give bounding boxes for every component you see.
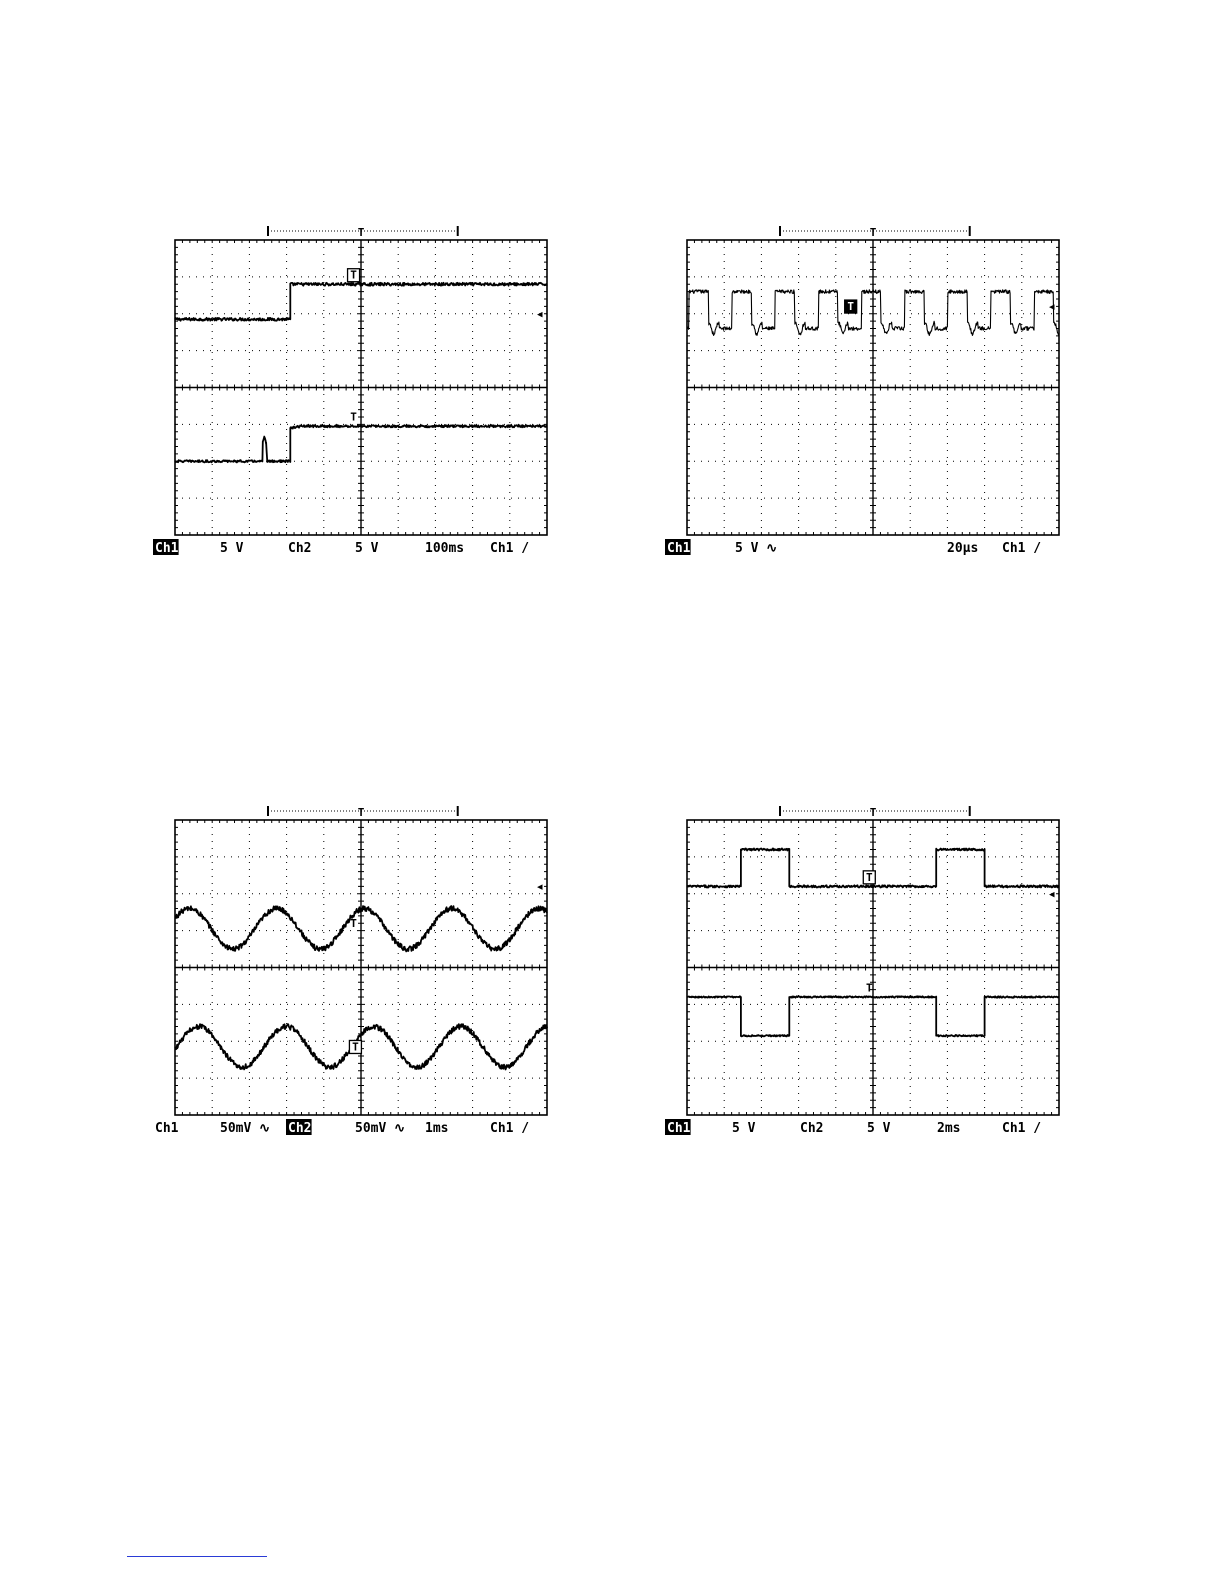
readout-item: Ch1 bbox=[665, 539, 691, 556]
svg-text:T: T bbox=[350, 411, 357, 424]
ground-level-marker: ◂ bbox=[1049, 887, 1055, 900]
svg-text:Ch1: Ch1 bbox=[667, 541, 691, 556]
svg-text:Ch2: Ch2 bbox=[800, 1121, 823, 1136]
trace-marker-ch2: T bbox=[866, 981, 873, 994]
svg-text:5 V: 5 V bbox=[867, 1121, 891, 1136]
svg-text:Ch1: Ch1 bbox=[667, 1121, 691, 1136]
trace-marker-ch1: T bbox=[863, 871, 875, 884]
svg-text:Ch1 /: Ch1 / bbox=[490, 1121, 529, 1136]
scope-readout: Ch1 5 V Ch2 5 V 2ms Ch1 / bbox=[665, 1119, 1041, 1136]
ground-level-marker: ◂ bbox=[1049, 300, 1055, 313]
ground-level-marker: ◂ bbox=[537, 880, 543, 893]
svg-text:1ms: 1ms bbox=[425, 1121, 448, 1136]
svg-text:Ch2: Ch2 bbox=[288, 1121, 311, 1136]
oscilloscope-plot-2: T T ◂ Ch1 5 V ∿ 20µs Ch1 / bbox=[662, 215, 1062, 555]
trace-marker-ch1: T bbox=[350, 917, 357, 930]
readout-item: Ch2 bbox=[800, 1121, 823, 1136]
svg-text:Ch1: Ch1 bbox=[155, 541, 179, 556]
svg-text:T: T bbox=[350, 269, 357, 282]
readout-item: 50mV ∿ bbox=[355, 1121, 405, 1136]
svg-text:2ms: 2ms bbox=[937, 1121, 960, 1136]
svg-text:Ch2: Ch2 bbox=[288, 541, 311, 556]
trigger-position-bracket: T bbox=[780, 806, 970, 819]
svg-text:T: T bbox=[352, 1040, 359, 1053]
scope-svg: T T ◂ Ch1 5 V ∿ 20µs Ch1 / bbox=[662, 215, 1062, 555]
readout-item: 50mV ∿ bbox=[220, 1121, 270, 1136]
svg-text:20µs: 20µs bbox=[947, 541, 978, 556]
readout-item: Ch1 bbox=[155, 1121, 179, 1136]
bracket-t-marker: T bbox=[870, 226, 877, 239]
oscilloscope-plot-3: T T T ◂ Ch1 50mV ∿ Ch2 50mV ∿ 1ms Ch1 / bbox=[150, 795, 550, 1135]
readout-item: Ch1 bbox=[665, 1119, 691, 1136]
readout-item: 5 V bbox=[220, 541, 244, 556]
readout-item: 2ms bbox=[937, 1121, 960, 1136]
bracket-t-marker: T bbox=[358, 806, 365, 819]
oscilloscope-plot-4: T T T ◂ Ch1 5 V Ch2 5 V 2ms Ch1 / bbox=[662, 795, 1062, 1135]
oscilloscope-plot-1: T T T ◂ Ch1 5 V Ch2 5 V 100ms Ch1 / bbox=[150, 215, 550, 555]
readout-item: 100ms bbox=[425, 541, 464, 556]
readout-item: Ch1 bbox=[153, 539, 179, 556]
trigger-position-bracket: T bbox=[268, 806, 458, 819]
scope-svg: T T T ◂ Ch1 5 V Ch2 5 V 100ms Ch1 / bbox=[150, 215, 550, 555]
svg-text:5 V: 5 V bbox=[355, 541, 379, 556]
readout-item: 5 V bbox=[867, 1121, 891, 1136]
svg-text:Ch1 /: Ch1 / bbox=[1002, 1121, 1041, 1136]
scope-readout: Ch1 5 V Ch2 5 V 100ms Ch1 / bbox=[153, 539, 529, 556]
scope-readout: Ch1 50mV ∿ Ch2 50mV ∿ 1ms Ch1 / bbox=[155, 1119, 529, 1136]
svg-text:T: T bbox=[866, 871, 873, 884]
svg-text:50mV ∿: 50mV ∿ bbox=[220, 1121, 270, 1136]
readout-item: Ch2 bbox=[286, 1119, 312, 1136]
svg-text:Ch1 /: Ch1 / bbox=[490, 541, 529, 556]
readout-item: 5 V bbox=[355, 541, 379, 556]
readout-item: 5 V ∿ bbox=[735, 541, 777, 556]
trace-marker-ch2: T bbox=[349, 1040, 361, 1053]
trace-marker-ch1: T bbox=[348, 269, 360, 282]
svg-text:T: T bbox=[866, 981, 873, 994]
readout-item: Ch1 / bbox=[490, 541, 529, 556]
svg-text:5 V: 5 V bbox=[732, 1121, 756, 1136]
ground-level-marker: ◂ bbox=[537, 307, 543, 320]
bracket-t-marker: T bbox=[870, 806, 877, 819]
footnote-rule bbox=[127, 1556, 267, 1557]
bracket-t-marker: T bbox=[358, 226, 365, 239]
scope-svg: T T T ◂ Ch1 5 V Ch2 5 V 2ms Ch1 / bbox=[662, 795, 1062, 1135]
readout-item: 1ms bbox=[425, 1121, 448, 1136]
readout-item: Ch1 / bbox=[1002, 541, 1041, 556]
readout-item: Ch1 / bbox=[1002, 1121, 1041, 1136]
trace-marker-ch2: T bbox=[350, 411, 357, 424]
trigger-position-bracket: T bbox=[780, 226, 970, 239]
scope-readout: Ch1 5 V ∿ 20µs Ch1 / bbox=[665, 539, 1041, 556]
readout-item: 5 V bbox=[732, 1121, 756, 1136]
svg-text:5 V ∿: 5 V ∿ bbox=[735, 541, 777, 556]
svg-text:50mV ∿: 50mV ∿ bbox=[355, 1121, 405, 1136]
svg-text:Ch1 /: Ch1 / bbox=[1002, 541, 1041, 556]
scope-svg: T T T ◂ Ch1 50mV ∿ Ch2 50mV ∿ 1ms Ch1 / bbox=[150, 795, 550, 1135]
svg-text:100ms: 100ms bbox=[425, 541, 464, 556]
readout-item: Ch1 / bbox=[490, 1121, 529, 1136]
svg-text:Ch1: Ch1 bbox=[155, 1121, 179, 1136]
trace-marker-ch1: T bbox=[845, 300, 857, 313]
svg-text:T: T bbox=[350, 917, 357, 930]
readout-item: 20µs bbox=[947, 541, 978, 556]
svg-text:T: T bbox=[847, 300, 854, 313]
svg-text:5 V: 5 V bbox=[220, 541, 244, 556]
trigger-position-bracket: T bbox=[268, 226, 458, 239]
readout-item: Ch2 bbox=[288, 541, 311, 556]
